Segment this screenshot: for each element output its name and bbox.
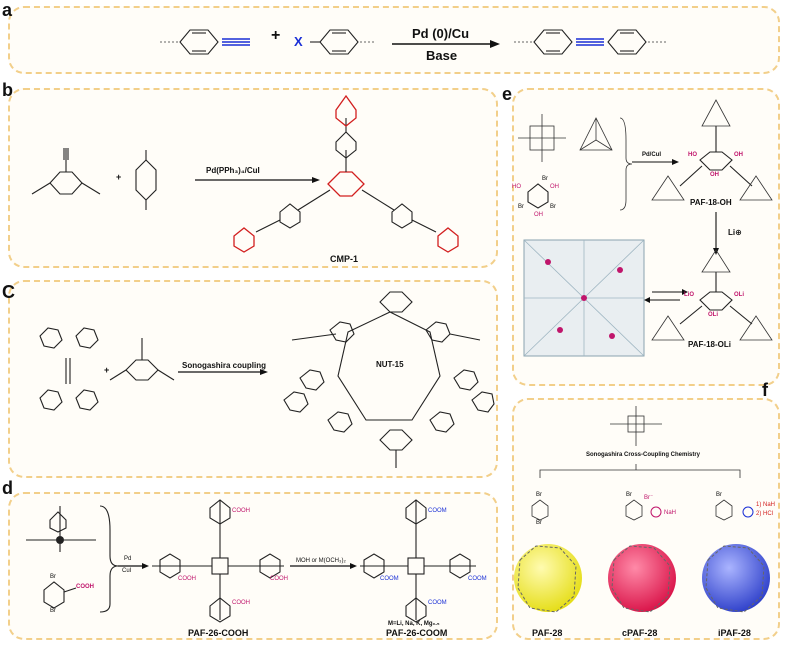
nut15-label: NUT-15 [376, 360, 404, 369]
e-oh-2: OH [534, 212, 543, 218]
f-br-3: Br [626, 492, 632, 498]
e-product-oh-2: OH [710, 172, 719, 178]
metal-note: M=Li, Na, K, Mg₀.₅ [388, 621, 440, 627]
panel-a-plus: + [271, 27, 281, 44]
d-catalyst-pd: Pd [124, 556, 132, 562]
moh-reagent: MOH or M(OCH₃)₂ [296, 558, 346, 564]
paf18-oli-label: PAF-18-OLi [688, 340, 731, 349]
e-oli-1: OLi [734, 292, 744, 298]
e-catalyst: Pd/CuI [642, 152, 661, 158]
f-step2: 2) HCl [756, 511, 774, 517]
f-step1: 1) NaH [756, 502, 776, 508]
dbba-cooh: COOH [76, 584, 94, 590]
e-oh-1: OH [550, 184, 559, 190]
f-br-2: Br [536, 520, 542, 526]
coom-label-1: COOM [428, 508, 447, 514]
panel-a [8, 6, 780, 74]
panel-b-letter: b [2, 80, 13, 100]
f-br-minus: Br⁻ [644, 495, 654, 501]
cpaf28-label: cPAF-28 [622, 628, 658, 638]
e-br-1: Br [542, 176, 548, 182]
li-naphthalene: Li⊕ [728, 228, 742, 237]
panel-b [8, 88, 498, 268]
paf26-coom-label: PAF-26-COOM [386, 628, 448, 638]
cooh-label-3: COOH [270, 576, 288, 582]
panel-b-plus: + [116, 172, 122, 182]
sonogashira-label: Sonogashira coupling [182, 361, 267, 370]
sonogashira-chemistry: Sonogashira Cross-Coupling Chemistry [586, 452, 701, 458]
cpaf28-sphere [608, 544, 676, 612]
cooh-label-2: COOH [178, 576, 196, 582]
paf26-cooh-label: PAF-26-COOH [188, 628, 249, 638]
cmp1-catalyst: Pd(PPh₃)₄/CuI [206, 166, 260, 175]
e-oli-2: OLi [708, 312, 718, 318]
e-product-ho: HO [688, 152, 697, 158]
panel-c [8, 280, 498, 478]
condition-pd-cu: Pd (0)/Cu [412, 26, 470, 41]
panel-c-plus: + [104, 365, 110, 375]
f-nah: NaH [664, 510, 677, 516]
halide-x-label: X [294, 34, 303, 49]
f-br-1: Br [536, 492, 542, 498]
d-catalyst-cui: CuI [122, 568, 132, 574]
panel-d-letter: d [2, 478, 13, 498]
panel-f-letter: f [762, 380, 768, 400]
ipaf28-sphere [702, 544, 770, 612]
dbba-br-top: Br [50, 574, 56, 580]
panel-a-letter: a [2, 0, 13, 20]
cmp1-label: CMP-1 [330, 254, 359, 264]
panel-e-letter: e [502, 84, 513, 104]
paf28-sphere [514, 544, 582, 612]
coom-label-4: COOM [428, 600, 447, 606]
paf28-label: PAF-28 [532, 628, 563, 638]
coom-label-3: COOM [468, 576, 487, 582]
paf18-oh-label: PAF-18-OH [690, 198, 732, 207]
panel-c-letter: C [2, 282, 15, 302]
f-br-4: Br [716, 492, 722, 498]
e-br-2: Br [518, 204, 524, 210]
coom-label-2: COOM [380, 576, 399, 582]
cooh-label-1: COOH [232, 508, 250, 514]
e-lio: LiO [684, 292, 694, 298]
ipaf28-label: iPAF-28 [718, 628, 751, 638]
e-br-3: Br [550, 204, 556, 210]
e-ho-1: HO [512, 184, 521, 190]
e-product-oh-1: OH [734, 152, 743, 158]
dbba-br-bottom: Br [50, 608, 56, 614]
cooh-label-4: COOH [232, 600, 250, 606]
condition-base: Base [426, 48, 458, 63]
